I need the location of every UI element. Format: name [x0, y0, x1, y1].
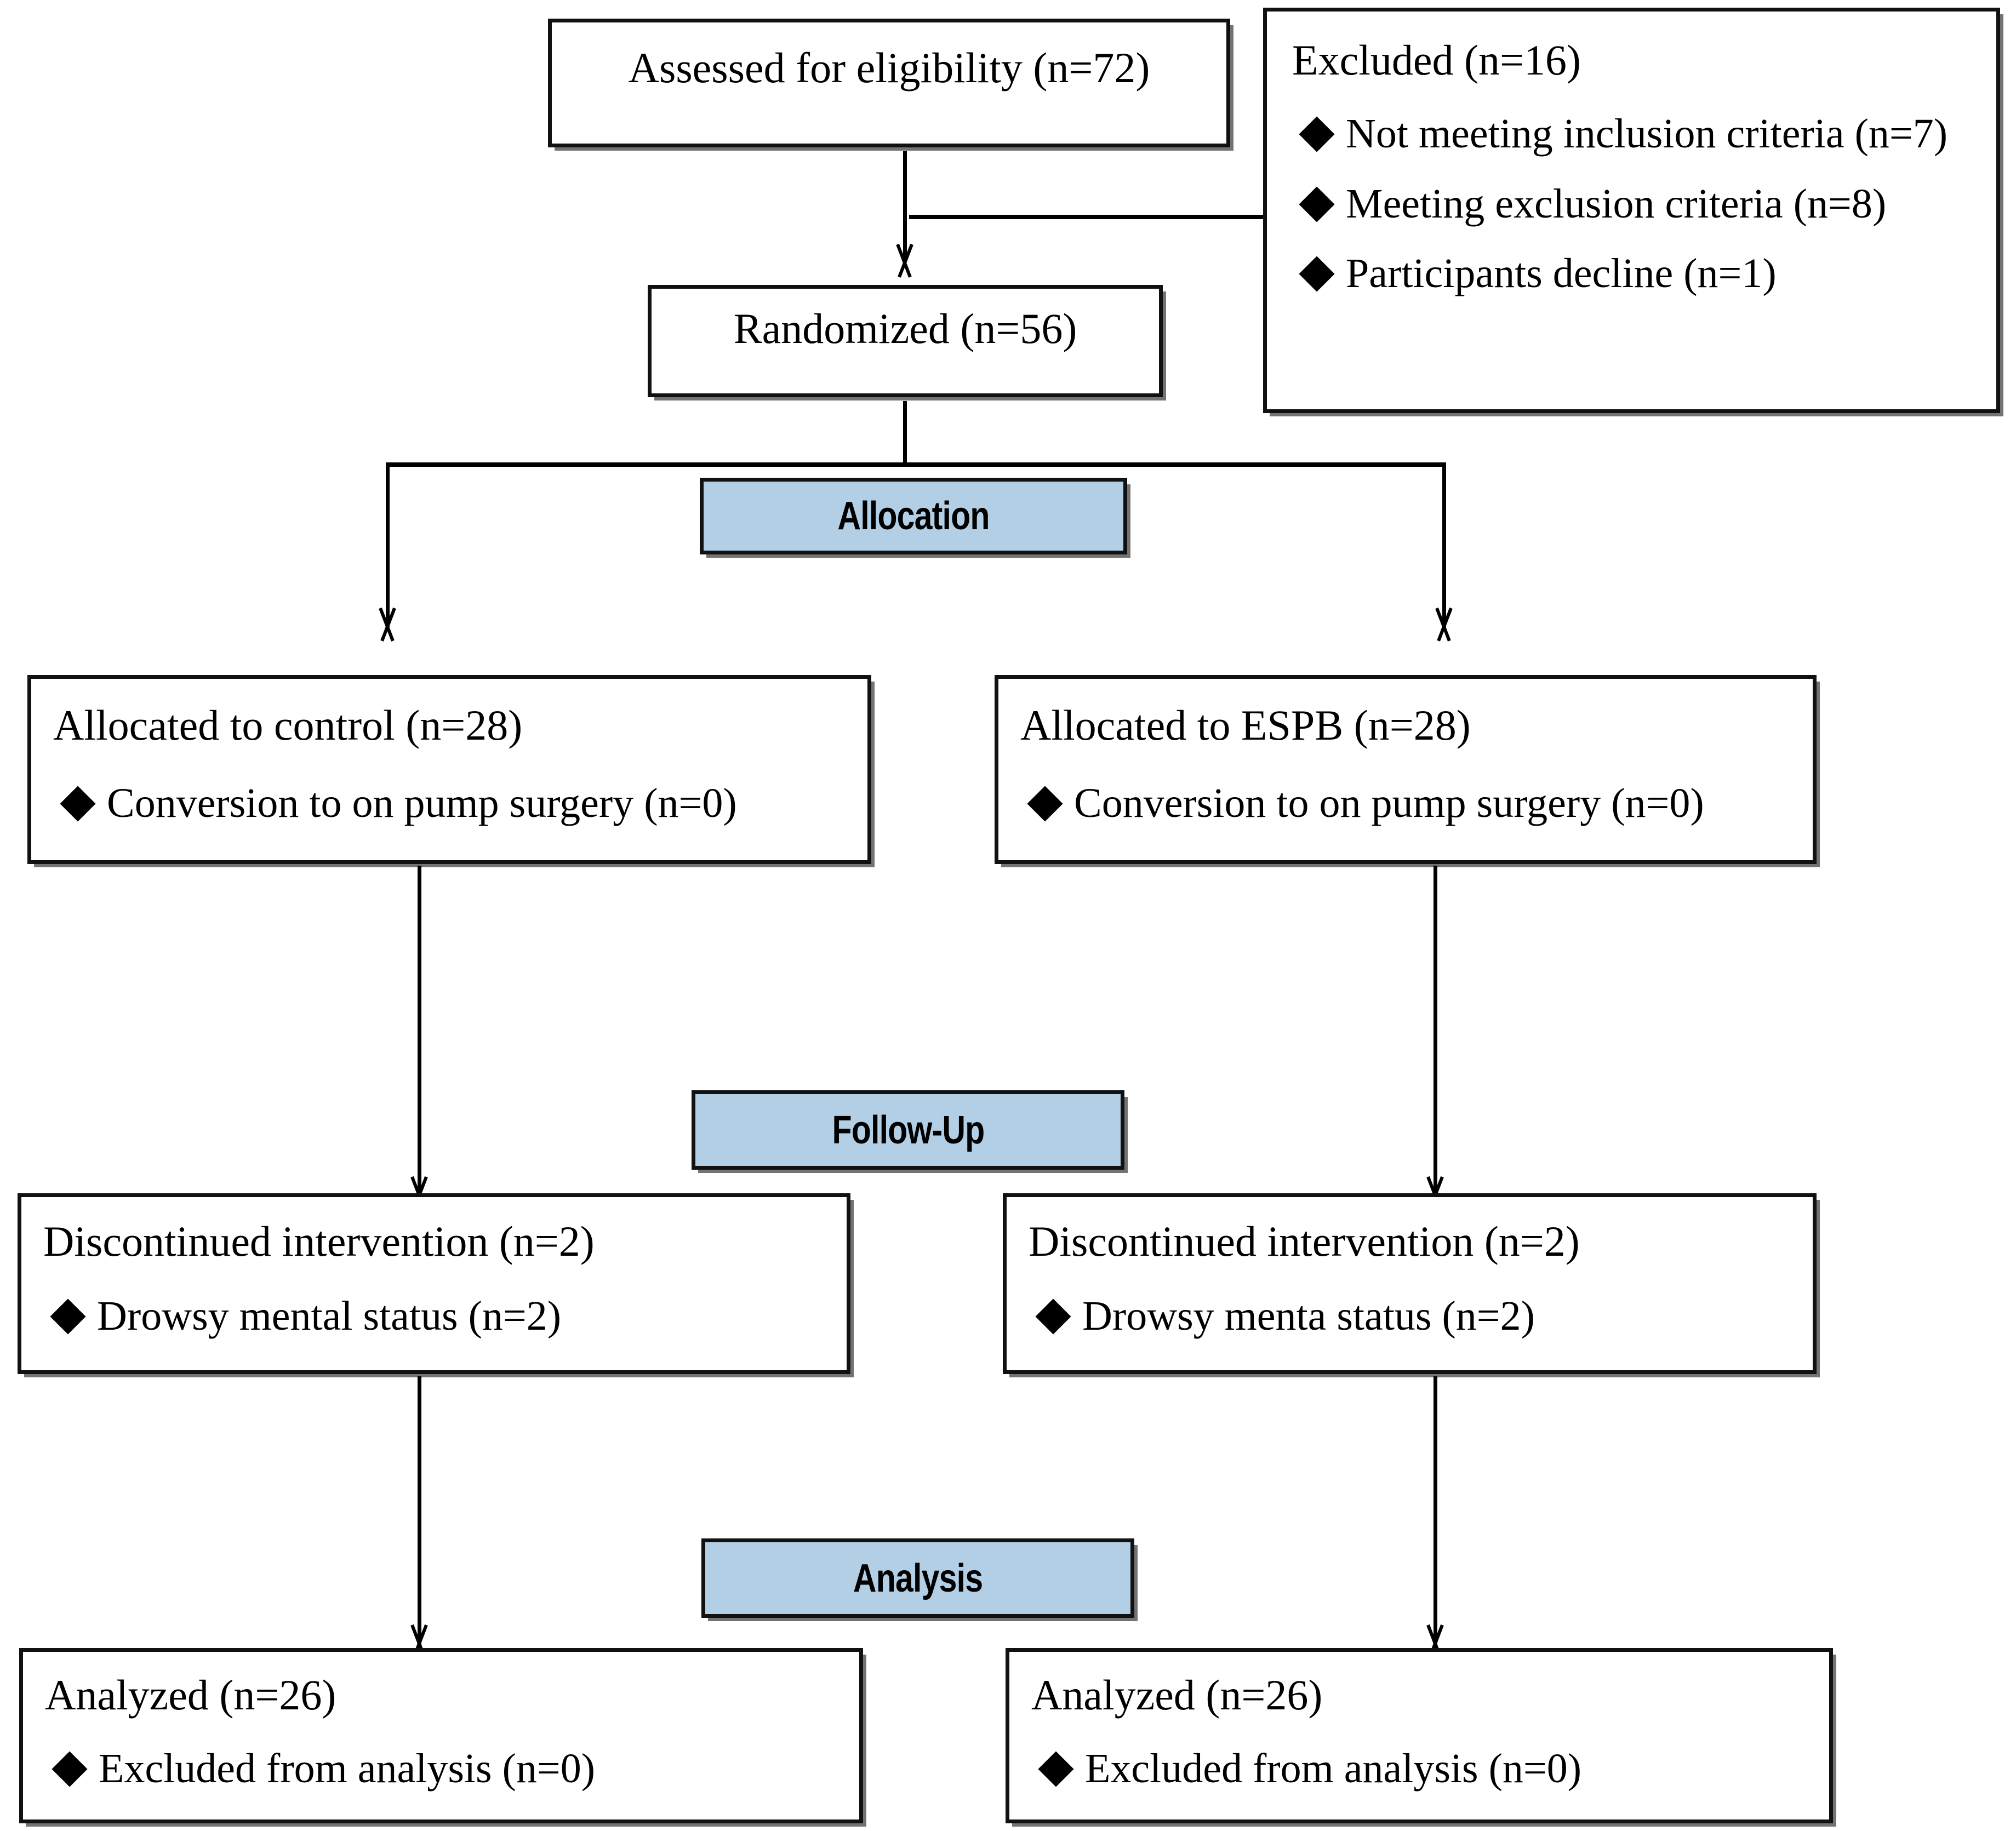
connector-split-to-espb	[1442, 462, 1446, 627]
connector-split-to-control	[386, 462, 390, 627]
allocated-espb-item-0: Conversion to on pump surgery (n=0)	[1020, 781, 1791, 826]
analyzed-control-heading: Analyzed (n=26)	[45, 1671, 336, 1719]
randomized-text: Randomized (n=56)	[733, 305, 1077, 352]
allocated-espb-heading: Allocated to ESPB (n=28)	[1020, 701, 1471, 749]
excluded-item-2: Participants decline (n=1)	[1292, 252, 1971, 296]
discontinued-espb-heading: Discontinued intervention (n=2)	[1029, 1217, 1580, 1265]
diamond-bullet-icon	[1038, 1751, 1074, 1787]
analyzed-espb-item-0: Excluded from analysis (n=0)	[1031, 1747, 1807, 1791]
connector-assessed-to-randomized	[903, 151, 907, 261]
diamond-bullet-icon	[1027, 786, 1063, 822]
banner-followup: Follow-Up	[692, 1090, 1124, 1170]
node-allocated-espb: Allocated to ESPB (n=28) Conversion to o…	[995, 675, 1817, 864]
analyzed-espb-heading: Analyzed (n=26)	[1031, 1671, 1323, 1719]
connector-discontinued-espb-to-analyzed	[1434, 1376, 1437, 1657]
connector-discontinued-control-to-analyzed	[418, 1376, 421, 1657]
arrowhead-to-allocated-espb	[1427, 608, 1460, 640]
discontinued-espb-item-0: Drowsy menta status (n=2)	[1029, 1294, 1791, 1338]
node-excluded: Excluded (n=16) Not meeting inclusion cr…	[1263, 8, 2000, 413]
banner-followup-label: Follow-Up	[832, 1108, 985, 1152]
discontinued-control-item-0: Drowsy mental status (n=2)	[43, 1294, 825, 1338]
banner-analysis-label: Analysis	[853, 1556, 983, 1600]
diamond-bullet-icon	[60, 786, 96, 822]
connector-espb-to-discontinued	[1434, 866, 1437, 1208]
banner-allocation-label: Allocation	[837, 494, 990, 538]
connector-randomized-stem	[903, 401, 907, 464]
excluded-heading: Excluded (n=16)	[1292, 36, 1581, 84]
allocation-split-bar	[386, 462, 1446, 467]
arrowhead-to-randomized	[888, 244, 921, 276]
diamond-bullet-icon	[1299, 116, 1335, 152]
connector-to-excluded	[909, 215, 1263, 219]
excluded-item-0: Not meeting inclusion criteria (n=7)	[1292, 112, 1971, 156]
node-randomized: Randomized (n=56)	[648, 285, 1163, 397]
diamond-bullet-icon	[50, 1298, 86, 1335]
allocated-control-item-0: Conversion to on pump surgery (n=0)	[53, 781, 846, 826]
excluded-item-1: Meeting exclusion criteria (n=8)	[1292, 182, 1971, 226]
diamond-bullet-icon	[1035, 1298, 1071, 1335]
diamond-bullet-icon	[1299, 256, 1335, 292]
node-analyzed-control: Analyzed (n=26) Excluded from analysis (…	[19, 1648, 863, 1823]
diamond-bullet-icon	[1299, 186, 1335, 222]
assessed-text: Assessed for eligibility (n=72)	[628, 44, 1150, 91]
analyzed-control-item-0: Excluded from analysis (n=0)	[45, 1747, 837, 1791]
node-discontinued-control: Discontinued intervention (n=2) Drowsy m…	[18, 1193, 850, 1374]
diamond-bullet-icon	[52, 1751, 88, 1787]
discontinued-control-heading: Discontinued intervention (n=2)	[43, 1217, 595, 1265]
node-analyzed-espb: Analyzed (n=26) Excluded from analysis (…	[1006, 1648, 1833, 1823]
banner-analysis: Analysis	[701, 1538, 1134, 1618]
banner-allocation: Allocation	[700, 478, 1127, 554]
arrowhead-to-allocated-control	[371, 608, 404, 640]
node-allocated-control: Allocated to control (n=28) Conversion t…	[27, 675, 871, 864]
node-discontinued-espb: Discontinued intervention (n=2) Drowsy m…	[1003, 1193, 1817, 1374]
node-assessed-for-eligibility: Assessed for eligibility (n=72)	[548, 19, 1230, 147]
allocated-control-heading: Allocated to control (n=28)	[53, 701, 523, 749]
connector-control-to-discontinued	[418, 866, 421, 1208]
